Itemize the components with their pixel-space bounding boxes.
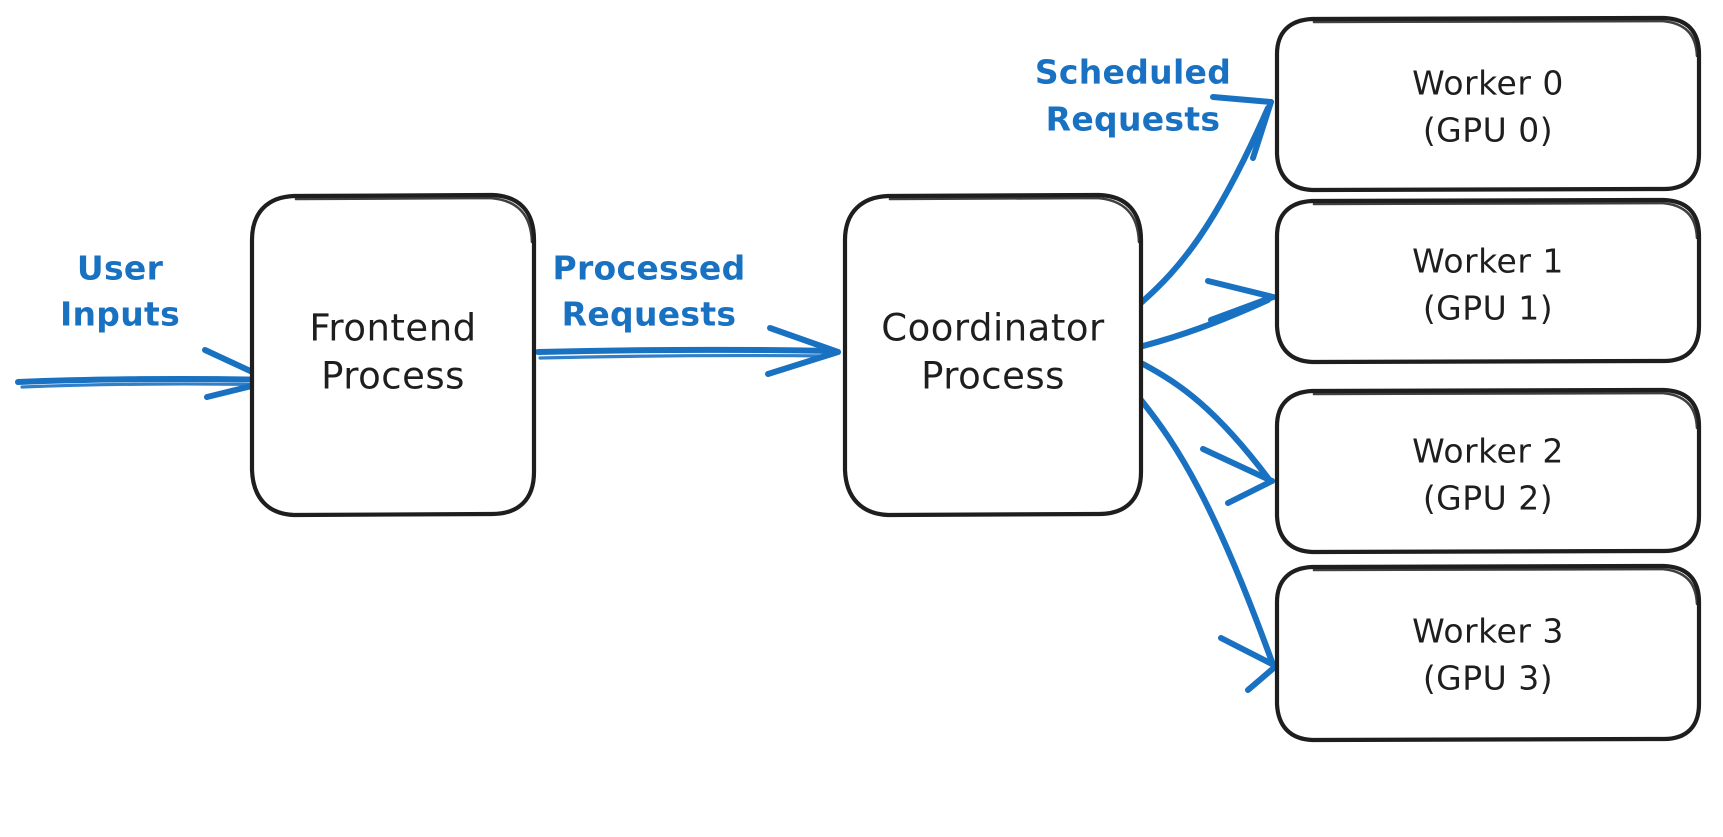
coordinator-label-line1: Coordinator (881, 307, 1105, 350)
worker-1-label-line2: (GPU 1) (1423, 289, 1553, 328)
user-inputs-label: User Inputs (60, 249, 180, 334)
worker-3-label-line2: (GPU 3) (1423, 659, 1553, 698)
worker-3-node[interactable]: Worker 3 (GPU 3) (1274, 563, 1702, 743)
worker-0-label-line2: (GPU 0) (1423, 111, 1553, 150)
worker-1-label-line1: Worker 1 (1412, 242, 1564, 281)
scheduled-requests-label: Scheduled Requests (1035, 53, 1231, 139)
worker-1-node[interactable]: Worker 1 (GPU 1) (1274, 197, 1702, 365)
frontend-process-node[interactable]: Frontend Process (249, 192, 537, 518)
processed-requests-arrow (535, 325, 841, 377)
processed-requests-label: Processed Requests (552, 249, 745, 334)
worker-3-label-line1: Worker 3 (1412, 612, 1564, 651)
worker-0-label-line1: Worker 0 (1412, 64, 1564, 103)
user-inputs-arrow (15, 347, 275, 400)
scheduled-requests-label-line2: Requests (1046, 100, 1221, 139)
coordinator-label-line2: Process (921, 355, 1065, 398)
processed-requests-label-line1: Processed (552, 249, 745, 288)
worker-2-node[interactable]: Worker 2 (GPU 2) (1274, 387, 1702, 555)
worker-0-node[interactable]: Worker 0 (GPU 0) (1274, 15, 1702, 193)
processed-requests-label-line2: Requests (562, 295, 737, 334)
scheduled-requests-label-line1: Scheduled (1035, 53, 1231, 92)
user-inputs-label-line1: User (77, 249, 164, 288)
frontend-label-line1: Frontend (309, 307, 476, 350)
frontend-label-line2: Process (321, 355, 465, 398)
user-inputs-label-line2: Inputs (60, 295, 180, 334)
coordinator-process-node[interactable]: Coordinator Process (842, 192, 1144, 518)
worker-2-label-line2: (GPU 2) (1423, 479, 1553, 518)
worker-2-label-line1: Worker 2 (1412, 432, 1564, 471)
scheduled-requests-arrows (1138, 94, 1279, 693)
